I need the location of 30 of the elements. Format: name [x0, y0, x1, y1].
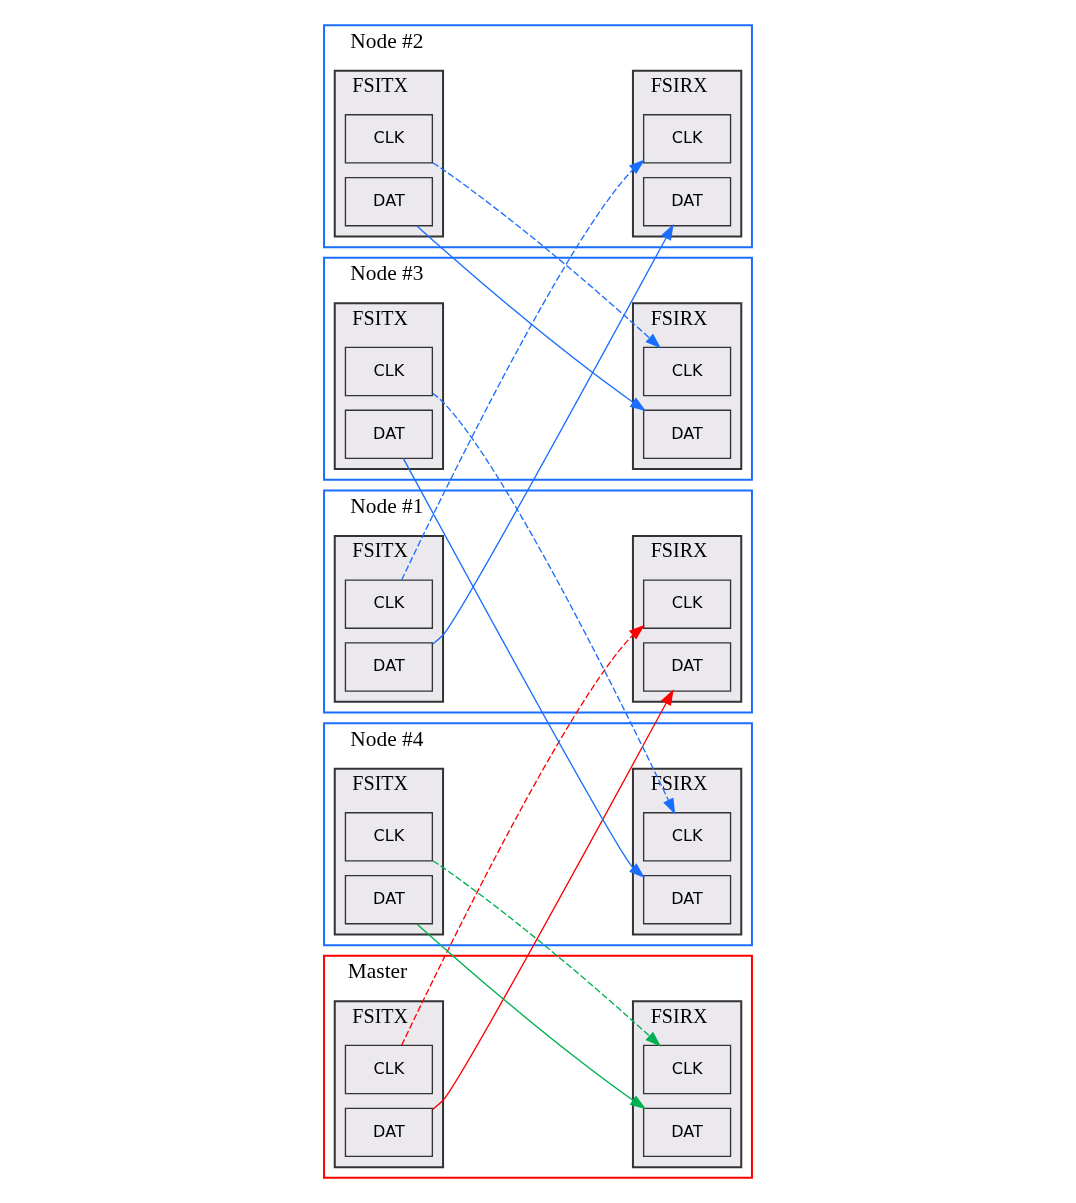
arrow: [416, 225, 647, 412]
node-box: DAT: [344, 1107, 434, 1158]
node-box: DAT: [642, 642, 732, 692]
node-box: CLK: [642, 812, 732, 862]
node-box: DAT: [642, 409, 732, 460]
node-box: CLK: [642, 1044, 732, 1095]
node-box: DAT: [344, 642, 434, 692]
node-box: CLK: [642, 579, 732, 629]
node-box: CLK: [344, 579, 434, 629]
arrow: [432, 860, 662, 1047]
node-box: CLK: [344, 1044, 434, 1095]
node-box: CLK: [642, 114, 732, 164]
node-box: DAT: [642, 1107, 732, 1158]
node-box: CLK: [344, 812, 434, 862]
node-box: DAT: [344, 409, 434, 460]
arrow: [432, 223, 674, 645]
arrow: [432, 162, 662, 349]
arrow: [402, 457, 645, 879]
node-box: CLK: [642, 346, 732, 397]
node-box: CLK: [344, 114, 434, 164]
node-box: CLK: [344, 346, 434, 397]
arrow: [416, 923, 647, 1110]
arrow: [432, 689, 674, 1111]
arrow: [400, 159, 645, 581]
node-box: DAT: [344, 176, 434, 227]
node-box: DAT: [642, 176, 732, 227]
node-box: DAT: [642, 874, 732, 925]
arrow: [400, 624, 645, 1046]
node-box: DAT: [344, 874, 434, 925]
arrow: [432, 392, 676, 815]
